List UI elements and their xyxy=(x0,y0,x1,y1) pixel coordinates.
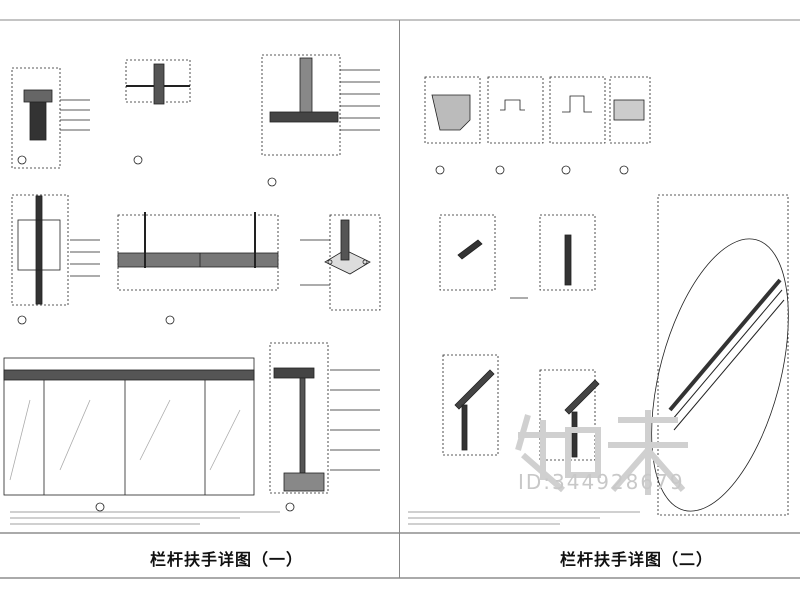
detail-install-step-3 xyxy=(442,354,499,456)
detail-railing-elevation xyxy=(3,357,255,512)
watermark-id: ID:344928679 xyxy=(518,470,685,494)
detail-handrail-enlarged xyxy=(651,194,789,516)
detail-install-step-1 xyxy=(439,214,496,291)
detail-handrail-section-2 xyxy=(125,59,191,165)
sheet-title-left: 栏杆扶手详图（一） xyxy=(150,550,304,569)
detail-install-step-2 xyxy=(510,214,596,299)
detail-railing-vertical-section xyxy=(269,342,380,512)
detail-glass-wall-joint xyxy=(261,54,380,187)
sheet-title-right: 栏杆扶手详图（二） xyxy=(560,550,714,569)
notes-left xyxy=(10,511,280,525)
detail-profile-sections xyxy=(424,76,651,175)
watermark-logo xyxy=(515,410,688,495)
detail-railing-plan-section xyxy=(117,212,279,325)
detail-post-base-3d xyxy=(300,214,381,311)
notes-right xyxy=(408,511,640,525)
detail-handrail-section-1 xyxy=(11,67,90,169)
sheet-divider xyxy=(399,20,400,578)
detail-side-elevation xyxy=(11,194,100,325)
